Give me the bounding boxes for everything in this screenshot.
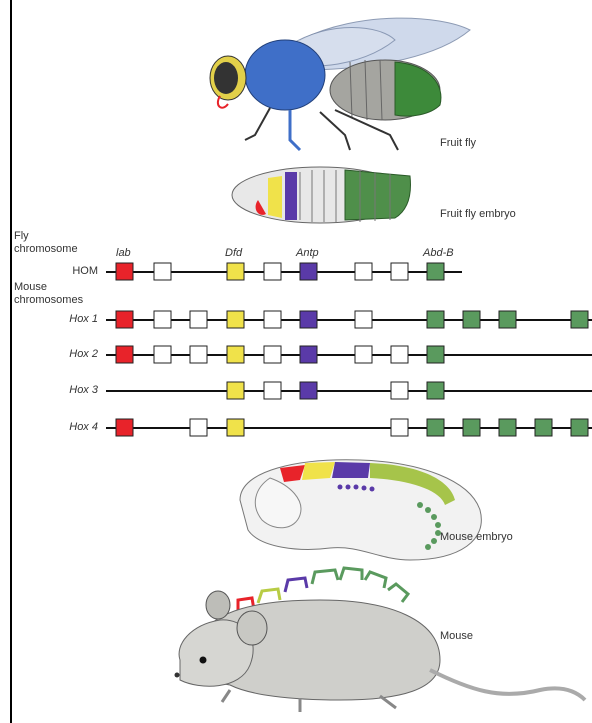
gene-label-lab: lab [116, 247, 131, 259]
gene-label-antp: Antp [296, 247, 319, 259]
mouse-chromosomes-header: Mouse chromosomes [14, 281, 83, 307]
hom-gene-boxes [116, 263, 444, 280]
caption-mouse-embryo: Mouse embryo [440, 531, 513, 543]
fly-chromosome-header: Fly chromosome [14, 230, 78, 256]
mouse-embryo-illustration [240, 460, 481, 560]
caption-fruit-fly: Fruit fly [440, 137, 476, 149]
row-label-hox1: Hox 1 [14, 313, 98, 325]
mouse-illustration [175, 568, 586, 712]
row-label-hom: HOM [14, 265, 98, 277]
row-label-hox3: Hox 3 [14, 384, 98, 396]
caption-mouse: Mouse [440, 630, 473, 642]
row-label-hox2: Hox 2 [14, 348, 98, 360]
chromosome-lines [106, 272, 592, 428]
gene-label-dfd: Dfd [225, 247, 242, 259]
fruit-fly-embryo-illustration [232, 167, 410, 223]
row-label-hox4: Hox 4 [14, 421, 98, 433]
fruit-fly-illustration [210, 18, 470, 150]
gene-label-abd-b: Abd-B [423, 247, 454, 259]
caption-fruit-fly-embryo: Fruit fly embryo [440, 208, 516, 220]
hox2-gene-boxes [116, 346, 444, 363]
